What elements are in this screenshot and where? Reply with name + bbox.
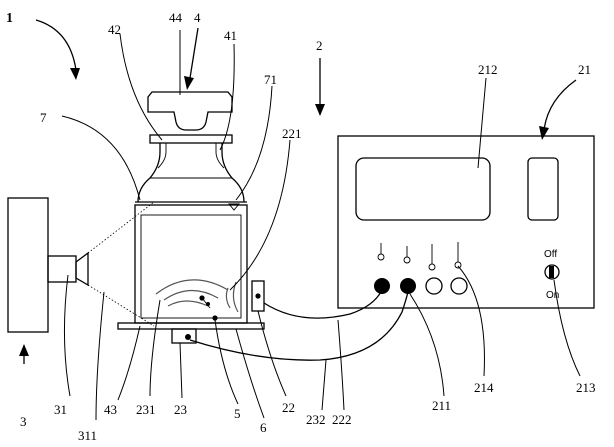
arrow-2-head	[315, 104, 325, 116]
ref-2: 2	[316, 38, 323, 53]
bottle-outer	[134, 204, 248, 324]
ref-4: 4	[194, 10, 201, 25]
camera-lens	[75, 251, 89, 287]
emitter-box	[171, 328, 197, 344]
arrow-21-head	[539, 126, 549, 140]
bottle-neck	[137, 143, 245, 203]
lead-212	[477, 77, 487, 169]
arrow-1	[35, 19, 77, 71]
indicator-led-3	[428, 263, 436, 271]
lead-71	[235, 85, 273, 201]
ref-71: 71	[264, 72, 277, 87]
lead-23	[179, 342, 183, 399]
camera-housing	[7, 197, 49, 333]
ref-5: 5	[234, 406, 241, 421]
arrow-4-head	[184, 76, 194, 90]
view-ray-bottom	[87, 284, 155, 327]
ref-1: 1	[6, 11, 13, 26]
controller-housing	[337, 135, 595, 309]
arrow-21	[543, 79, 577, 131]
lead-43	[117, 325, 141, 401]
lead-221	[229, 139, 291, 291]
ref-41: 41	[224, 28, 237, 43]
indicator-led-1	[377, 253, 385, 261]
lead-31	[63, 274, 71, 397]
ref-43: 43	[104, 402, 117, 417]
side-panel	[527, 157, 559, 221]
ref-3: 3	[20, 414, 27, 429]
cable-222	[263, 289, 383, 319]
cap	[147, 91, 233, 131]
indicator-led-2	[403, 256, 411, 264]
ref-222: 222	[332, 412, 352, 427]
ref-31: 31	[54, 402, 67, 417]
power-switch-lever	[549, 266, 554, 278]
lead-213	[553, 279, 581, 377]
ref-44: 44	[169, 10, 183, 25]
ultrasound-wave-1	[155, 279, 229, 295]
arrow-3-head	[19, 344, 29, 356]
arrow-1-head	[70, 68, 80, 80]
ref-212: 212	[478, 62, 498, 77]
particle-3	[212, 315, 218, 321]
lead-4	[189, 27, 199, 79]
ref-21: 21	[578, 62, 591, 77]
port-knob-2	[400, 278, 416, 294]
switch-off-label: Off	[544, 249, 557, 260]
lead-214	[457, 265, 485, 377]
cable-232	[189, 291, 409, 361]
display-screen	[355, 157, 491, 221]
ref-231: 231	[136, 402, 156, 417]
lead-311	[95, 291, 105, 421]
indicator-led-4	[454, 261, 462, 269]
lead-231	[149, 299, 161, 397]
ref-232: 232	[306, 412, 326, 427]
knob-4	[450, 277, 468, 295]
power-switch-ring	[544, 264, 560, 280]
lead-222	[337, 319, 345, 411]
particle-link	[201, 297, 211, 309]
emitter-terminal	[185, 334, 191, 340]
cap-collar	[149, 134, 233, 144]
liquid-level-marker	[228, 203, 240, 211]
ref-213: 213	[576, 380, 596, 395]
lead-211	[409, 293, 445, 397]
side-sensor-terminal	[255, 293, 261, 299]
knob-3	[425, 277, 443, 295]
lead-232	[321, 359, 327, 411]
lead-7	[61, 115, 141, 201]
ultrasound-wave-3	[167, 300, 209, 307]
ref-221: 221	[282, 126, 302, 141]
ref-211: 211	[432, 398, 451, 413]
switch-on-label: On	[546, 290, 559, 301]
bottle-inner	[140, 214, 242, 319]
ref-214: 214	[474, 380, 494, 395]
ref-42: 42	[108, 22, 121, 37]
ref-6: 6	[260, 420, 267, 435]
ref-22: 22	[282, 400, 295, 415]
view-ray-top	[87, 201, 155, 254]
port-knob-1	[374, 278, 390, 294]
side-wave-1	[225, 287, 231, 309]
ref-311: 311	[78, 428, 97, 443]
particle-2	[206, 302, 210, 306]
lead-42	[119, 33, 163, 141]
lead-6	[235, 328, 265, 419]
lead-41	[219, 43, 235, 151]
lead-22	[257, 310, 287, 397]
ref-23: 23	[174, 402, 187, 417]
ref-7: 7	[40, 110, 47, 125]
camera-body	[47, 255, 77, 283]
neck-inner	[157, 143, 225, 169]
ultrasound-wave-2	[163, 289, 219, 301]
lead-5	[214, 319, 239, 405]
